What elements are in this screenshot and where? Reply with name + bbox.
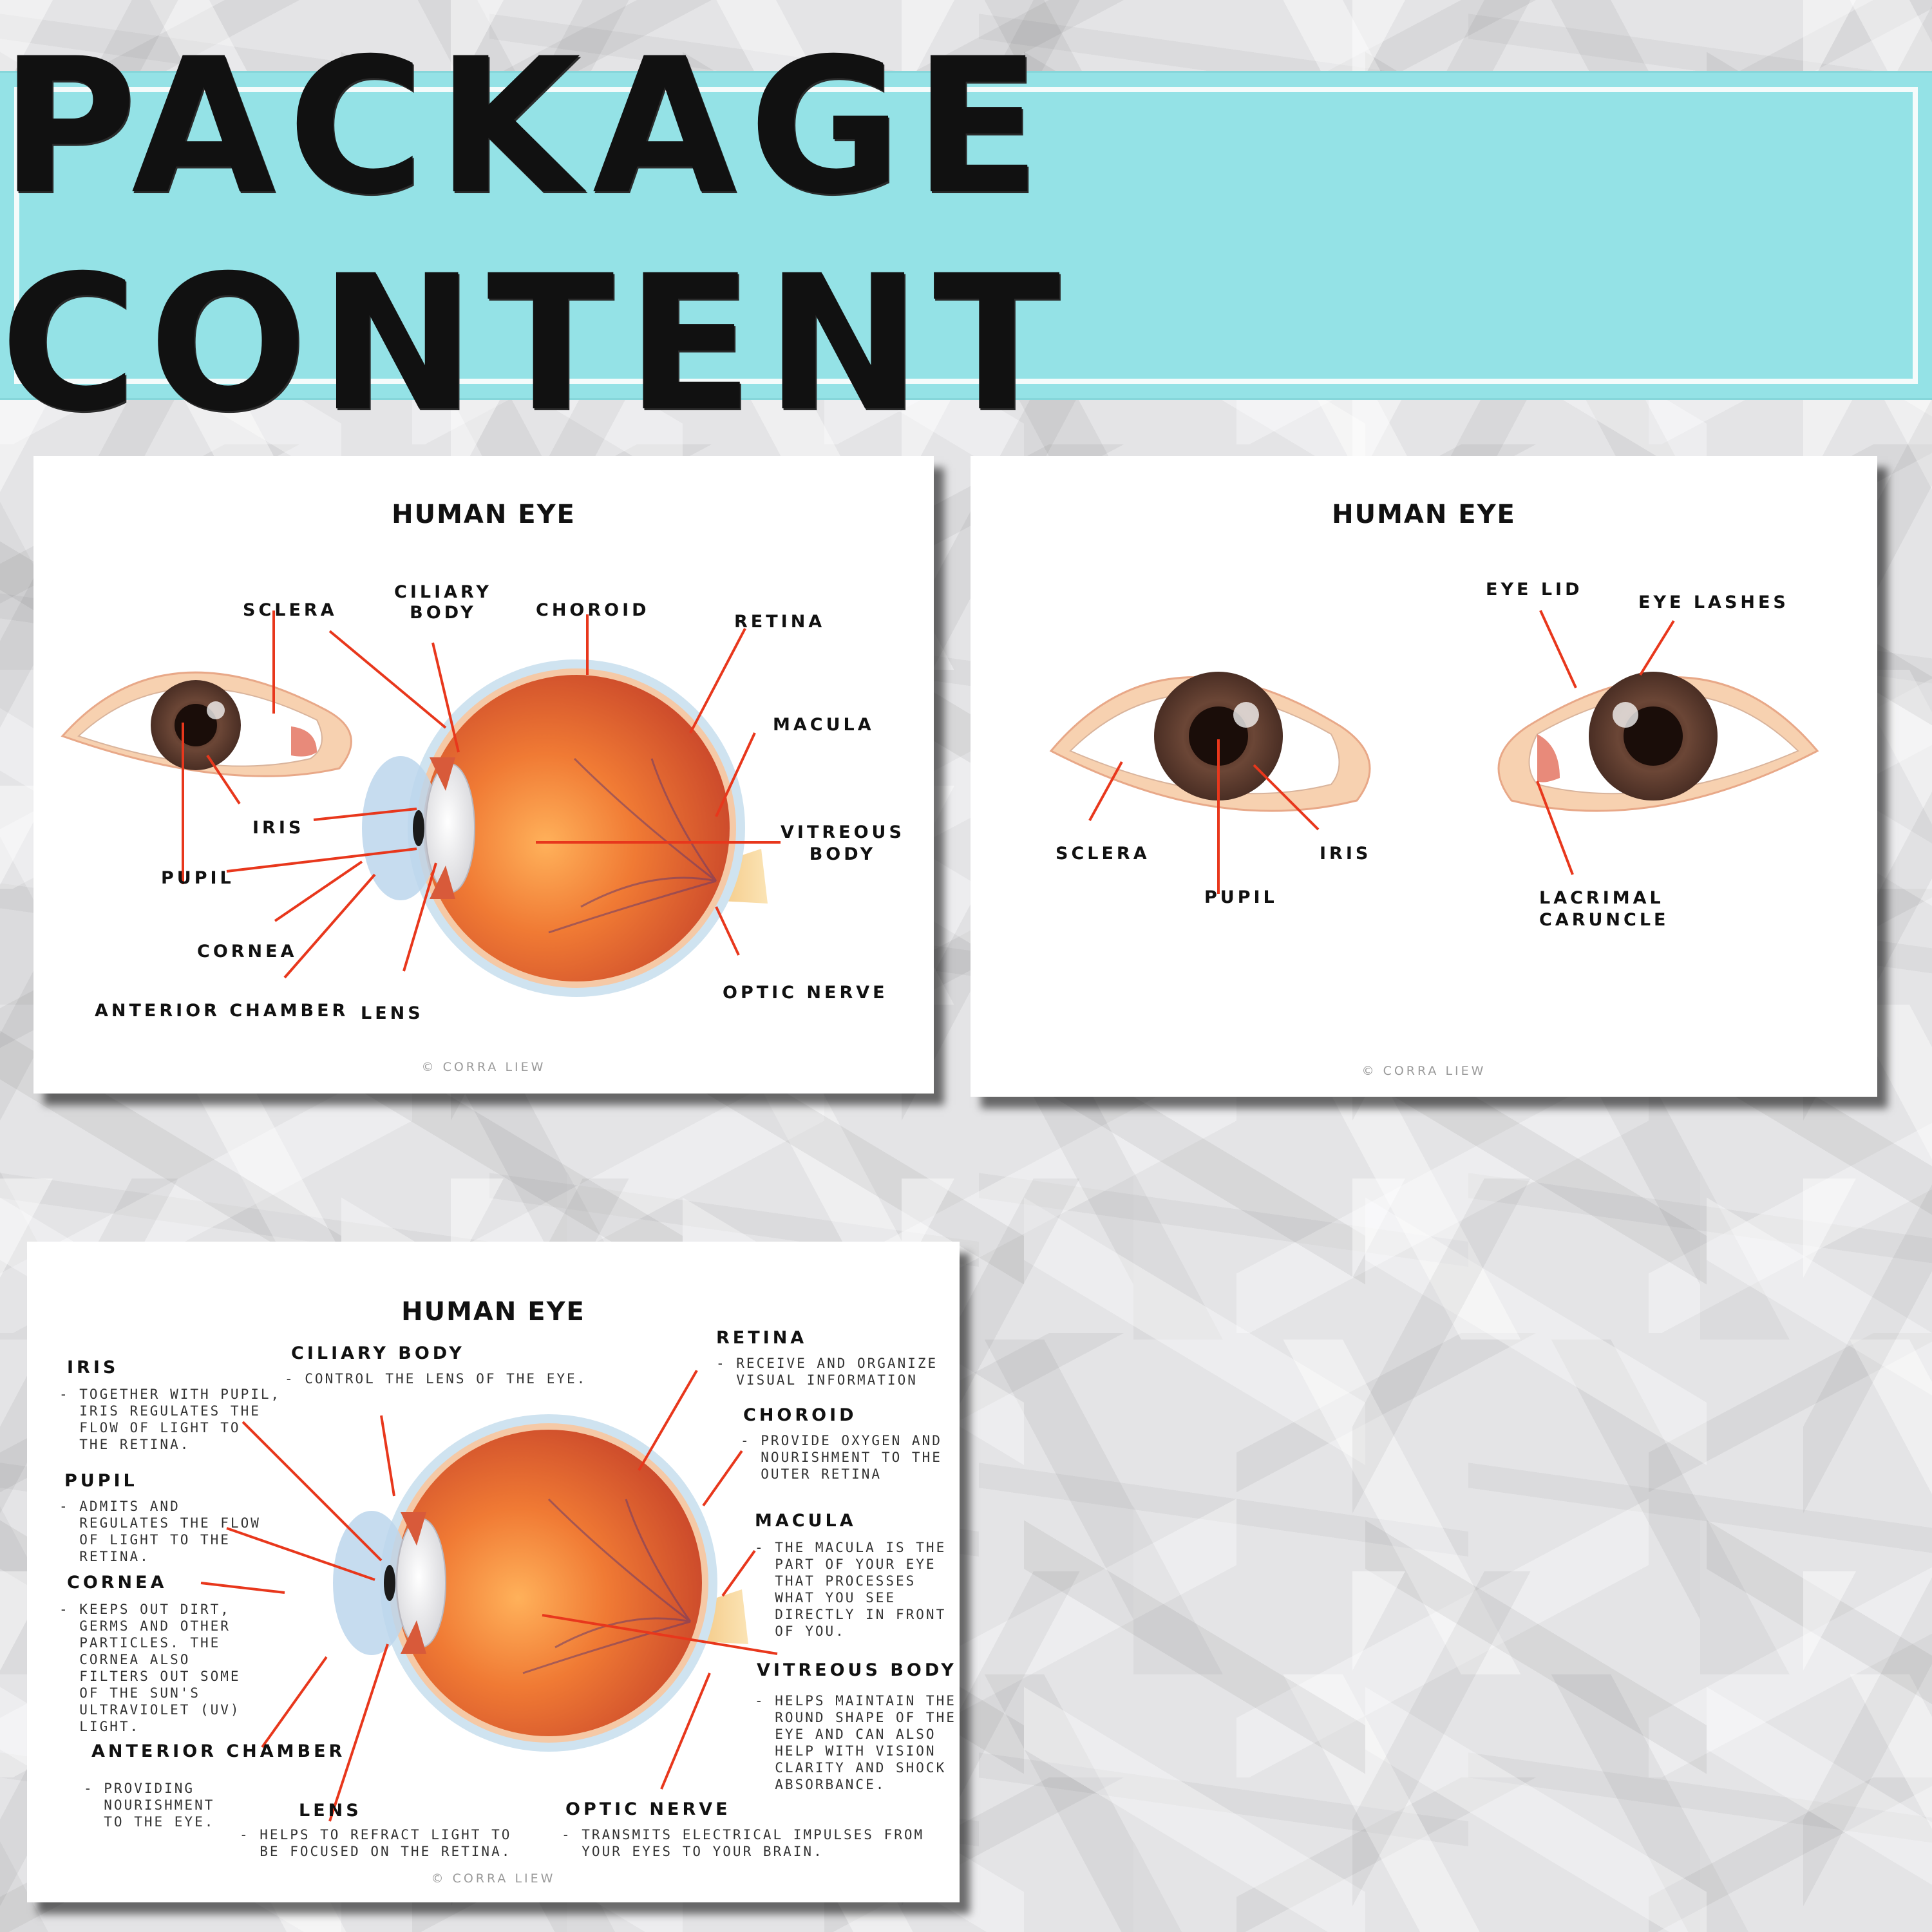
- card-eye-anatomy-described: HUMAN EYE IRIS - TOGETHER WITH PUPIL, IR…: [27, 1242, 960, 1902]
- part-desc-optic-nerve: - TRANSMITS ELECTRICAL IMPULSES FROM YOU…: [562, 1827, 925, 1859]
- banner-frame: [14, 87, 1918, 384]
- cross-section-drawing: [362, 659, 768, 997]
- part-name-optic-nerve: OPTIC NERVE: [565, 1799, 731, 1819]
- part-desc-vitreous-body: - HELPS MAINTAIN THE ROUND SHAPE OF THE …: [755, 1693, 956, 1792]
- part-desc-choroid: - PROVIDE OXYGEN AND NOURISHMENT TO THE …: [741, 1433, 942, 1482]
- eye-anatomy-illustration: [200, 1369, 778, 1822]
- part-name-anterior-chamber: ANTERIOR CHAMBER: [91, 1741, 346, 1761]
- card2-credit: © CORRA LIEW: [1361, 1064, 1486, 1078]
- label-retina: RETINA: [734, 612, 826, 632]
- label-choroid: CHOROID: [536, 600, 650, 620]
- part-desc-retina: - RECEIVE AND ORGANIZE VISUAL INFORMATIO…: [716, 1356, 938, 1388]
- label-ciliary-body: CILIARY BODY: [394, 582, 492, 623]
- label-sclera: SCLERA: [1056, 844, 1150, 864]
- card-eye-external-labeled: HUMAN EYE EYE LID EYE LASHES SCLERA PUPI…: [971, 456, 1877, 1097]
- title-banner: PACKAGE CONTENT: [0, 18, 1932, 453]
- part-desc-lens: - HELPS TO REFRACT LIGHT TO BE FOCUSED O…: [240, 1827, 512, 1859]
- leader-lines: [1088, 610, 1675, 894]
- card3-credit: © CORRA LIEW: [431, 1871, 556, 1886]
- part-desc-anterior-chamber: - PROVIDING NOURISHMENT TO THE EYE.: [84, 1781, 215, 1830]
- part-name-lens: LENS: [299, 1801, 362, 1821]
- label-anterior-chamber: ANTERIOR CHAMBER: [95, 1001, 349, 1021]
- part-desc-pupil: - ADMITS AND REGULATES THE FLOW OF LIGHT…: [59, 1499, 261, 1564]
- card3-title: HUMAN EYE: [401, 1297, 585, 1327]
- part-name-iris: IRIS: [67, 1358, 119, 1378]
- label-sclera: SCLERA: [243, 600, 337, 620]
- label-optic-nerve: OPTIC NERVE: [723, 983, 888, 1003]
- part-desc-iris: - TOGETHER WITH PUPIL, IRIS REGULATES TH…: [59, 1387, 281, 1452]
- front-eye-drawing: [61, 671, 352, 777]
- label-vitreous-body: VITREOUS BODY: [781, 822, 905, 864]
- label-iris: IRIS: [252, 818, 305, 838]
- part-name-vitreous-body: VITREOUS BODY: [757, 1660, 957, 1680]
- external-eye-illustration: [1049, 610, 1819, 894]
- card1-title: HUMAN EYE: [392, 500, 576, 529]
- label-pupil: PUPIL: [1204, 887, 1278, 907]
- label-pupil: PUPIL: [161, 868, 234, 888]
- part-desc-ciliary-body: - CONTROL THE LENS OF THE EYE.: [285, 1371, 587, 1387]
- label-iris: IRIS: [1320, 844, 1372, 864]
- label-eye-lid: EYE LID: [1486, 580, 1583, 600]
- part-name-pupil: PUPIL: [64, 1471, 138, 1491]
- label-eye-lashes: EYE LASHES: [1638, 592, 1789, 612]
- card2-title: HUMAN EYE: [1332, 500, 1516, 529]
- label-macula: MACULA: [773, 715, 875, 735]
- label-lacrimal-caruncle: LACRIMAL CARUNCLE: [1539, 888, 1669, 930]
- leader-lines: [200, 1369, 778, 1822]
- part-name-ciliary-body: CILIARY BODY: [291, 1343, 465, 1363]
- label-cornea: CORNEA: [197, 942, 298, 961]
- cross-section-drawing: [333, 1414, 748, 1752]
- part-name-retina: RETINA: [716, 1328, 808, 1348]
- part-name-macula: MACULA: [755, 1511, 857, 1531]
- eye-anatomy-illustration: [61, 611, 781, 997]
- part-desc-cornea: - KEEPS OUT DIRT, GERMS AND OTHER PARTIC…: [59, 1602, 241, 1734]
- card1-credit: © CORRA LIEW: [421, 1060, 546, 1074]
- card-eye-anatomy-labeled: HUMAN EYE SCLERA CILIARY BODY CHOROID RE…: [33, 456, 934, 1094]
- part-desc-macula: - THE MACULA IS THE PART OF YOUR EYE THA…: [755, 1540, 947, 1639]
- part-name-choroid: CHOROID: [743, 1405, 857, 1425]
- right-eye-drawing: [1497, 672, 1819, 812]
- leader-lines: [182, 611, 781, 979]
- label-lens: LENS: [361, 1003, 424, 1023]
- banner-title: PACKAGE CONTENT: [0, 18, 1072, 453]
- part-name-cornea: CORNEA: [67, 1573, 167, 1593]
- left-eye-drawing: [1049, 672, 1371, 812]
